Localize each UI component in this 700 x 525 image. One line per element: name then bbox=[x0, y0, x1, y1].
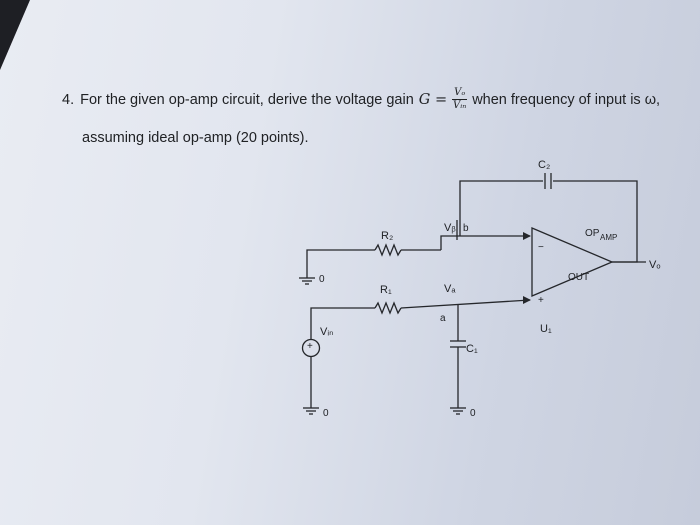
r1-label: R₁ bbox=[380, 284, 392, 296]
ground-label-left: 0 bbox=[323, 408, 329, 419]
op-amp-sub-label: AMP bbox=[600, 233, 617, 242]
r2-branch bbox=[306, 232, 531, 278]
ground-symbol-cap bbox=[450, 407, 466, 415]
node-b-label: b bbox=[463, 223, 469, 234]
question-number: 4. bbox=[62, 91, 75, 108]
question-line-1: 4. For the given op-amp circuit, derive … bbox=[62, 88, 692, 111]
u1-label: U₁ bbox=[540, 323, 552, 335]
vin-label: Vᵢₙ bbox=[320, 326, 333, 338]
va-label: Vₐ bbox=[444, 283, 456, 295]
feedback-path bbox=[459, 180, 638, 263]
capacitor-c2 bbox=[544, 173, 552, 189]
gain-numerator: Vₒ bbox=[452, 87, 468, 100]
vo-label: Vₒ bbox=[649, 259, 661, 271]
ground-symbol-top bbox=[299, 277, 315, 285]
gain-fraction: Vₒ Vᵢₙ bbox=[452, 87, 468, 111]
op-amp-label: OP bbox=[585, 228, 600, 239]
voltage-source-symbol bbox=[301, 338, 321, 408]
ground-symbol-left bbox=[303, 407, 319, 415]
question-text-part1: For the given op-amp circuit, derive the… bbox=[80, 91, 414, 108]
question-block: 4. For the given op-amp circuit, derive … bbox=[62, 88, 692, 148]
question-text-part2: when frequency of input is ω, bbox=[472, 91, 661, 108]
r1-branch bbox=[310, 296, 531, 340]
vb-label: Vᵦ bbox=[444, 222, 456, 234]
source-plus-sign: + bbox=[307, 341, 313, 352]
dark-corner bbox=[0, 0, 30, 70]
node-a-label: a bbox=[440, 313, 446, 324]
question-line-2: assuming ideal op-amp (20 points). bbox=[82, 130, 309, 146]
c2-label: C₂ bbox=[538, 159, 550, 171]
gain-symbol: G = bbox=[418, 91, 448, 108]
capacitor-c1 bbox=[450, 305, 466, 408]
gain-denominator: Vᵢₙ bbox=[453, 100, 467, 111]
out-label: OUT bbox=[568, 272, 589, 283]
op-amp-symbol bbox=[531, 227, 646, 297]
plus-input-label: + bbox=[538, 295, 544, 306]
r2-label: R₂ bbox=[381, 230, 393, 242]
ground-label-top: 0 bbox=[319, 274, 325, 285]
ground-label-cap: 0 bbox=[470, 408, 476, 419]
c1-label: C₁ bbox=[466, 343, 478, 355]
minus-input-label: − bbox=[538, 242, 544, 253]
